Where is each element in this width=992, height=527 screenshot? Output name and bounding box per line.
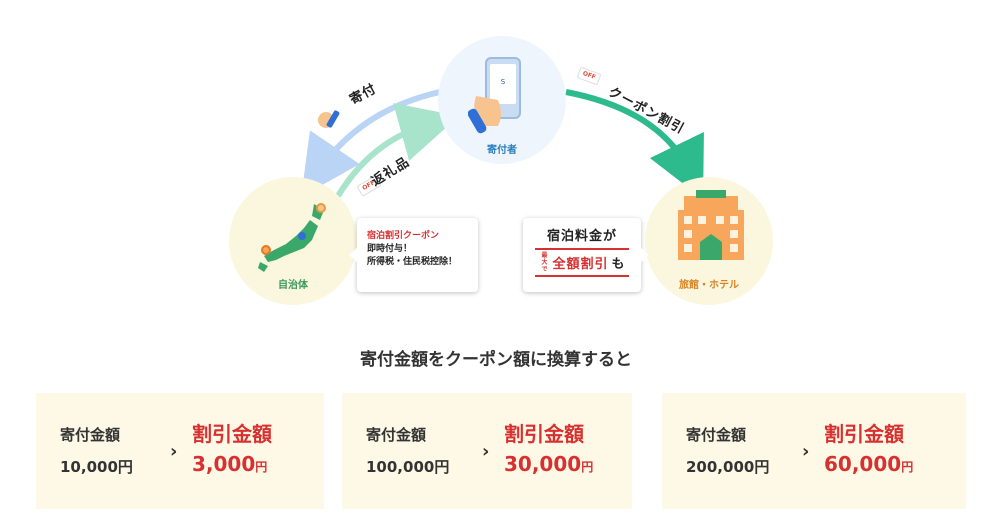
conversion-section-title: 寄付金額をクーポン額に換算すると [360,350,632,370]
donation-amount: 10,000円 [60,458,133,476]
svg-text:S: S [501,78,506,86]
chevron-right-icon: › [482,441,490,462]
discount-column: 割引金額 30,000円 [504,421,593,480]
donation-column: 寄付金額 10,000円 [60,425,133,477]
discount-callout: 宿泊料金が 最大で 全額割引 も [523,218,649,292]
donation-flow-diagram: S 寄付者 自治体 旅館・ホテル 寄付 OFF 返礼品 OFF クーポン割引 [229,36,773,305]
hotel-building-icon [678,190,744,260]
hotel-label: 旅館・ホテル [679,280,739,291]
japan-map-icon [258,203,326,272]
discount-value: 3,000 [192,452,256,476]
callout-title: 宿泊割引クーポン [367,231,440,241]
callout-divider [535,275,629,277]
callout-highlight-row: 最大で 全額割引 も [531,252,633,273]
donation-label: 寄付金額 [686,426,747,444]
yen-unit: 円 [901,460,914,474]
callout-line: 即時付与！ [367,244,413,254]
donation-label: 寄付金額 [366,426,427,444]
discount-amount: 30,000円 [504,451,593,480]
donation-column: 寄付金額 100,000円 [366,425,449,477]
coupon-benefit-callout: 宿泊割引クーポン 即時付与！ 所得税・住民税控除！ [349,218,478,292]
callout-line: 宿泊料金が [546,229,617,244]
callout-line: 所得税・住民税控除！ [367,257,458,267]
discount-value: 60,000 [824,452,902,476]
flow-arrows [301,89,704,199]
donation-arrow [301,89,441,197]
return-gift-arrow [335,103,459,198]
conversion-card: 寄付金額 10,000円 › 割引金額 3,000円 [36,393,324,509]
coupon-discount-arrow [565,89,704,199]
conversion-card: 寄付金額 200,000円 › 割引金額 60,000円 [662,393,966,509]
discount-amount: 3,000円 [192,451,272,480]
discount-label: 割引金額 [504,422,584,446]
yen-unit: 円 [581,460,594,474]
conversion-card: 寄付金額 100,000円 › 割引金額 30,000円 [342,393,632,509]
discount-column: 割引金額 3,000円 [192,421,272,480]
discount-value: 30,000 [504,452,582,476]
discount-amount: 60,000円 [824,451,913,480]
phone-in-hand-icon: S [468,57,521,134]
yen-unit: 円 [255,460,268,474]
callout-suffix: も [611,257,625,272]
chevron-right-icon: › [170,441,178,462]
donor-label: 寄付者 [487,145,517,156]
discount-label: 割引金額 [824,422,904,446]
callout-small-text: 最大で [541,252,548,273]
discount-column: 割引金額 60,000円 [824,421,913,480]
discount-label: 割引金額 [192,422,272,446]
donation-label: 寄付金額 [60,426,121,444]
donation-hand-icon [318,110,340,128]
callout-divider [535,248,629,250]
callout-highlight: 全額割引 [552,257,609,272]
donation-amount: 100,000円 [366,458,450,476]
municipality-label: 自治体 [278,280,308,291]
donation-column: 寄付金額 200,000円 [686,425,769,477]
chevron-right-icon: › [802,441,810,462]
donation-amount: 200,000円 [686,458,770,476]
